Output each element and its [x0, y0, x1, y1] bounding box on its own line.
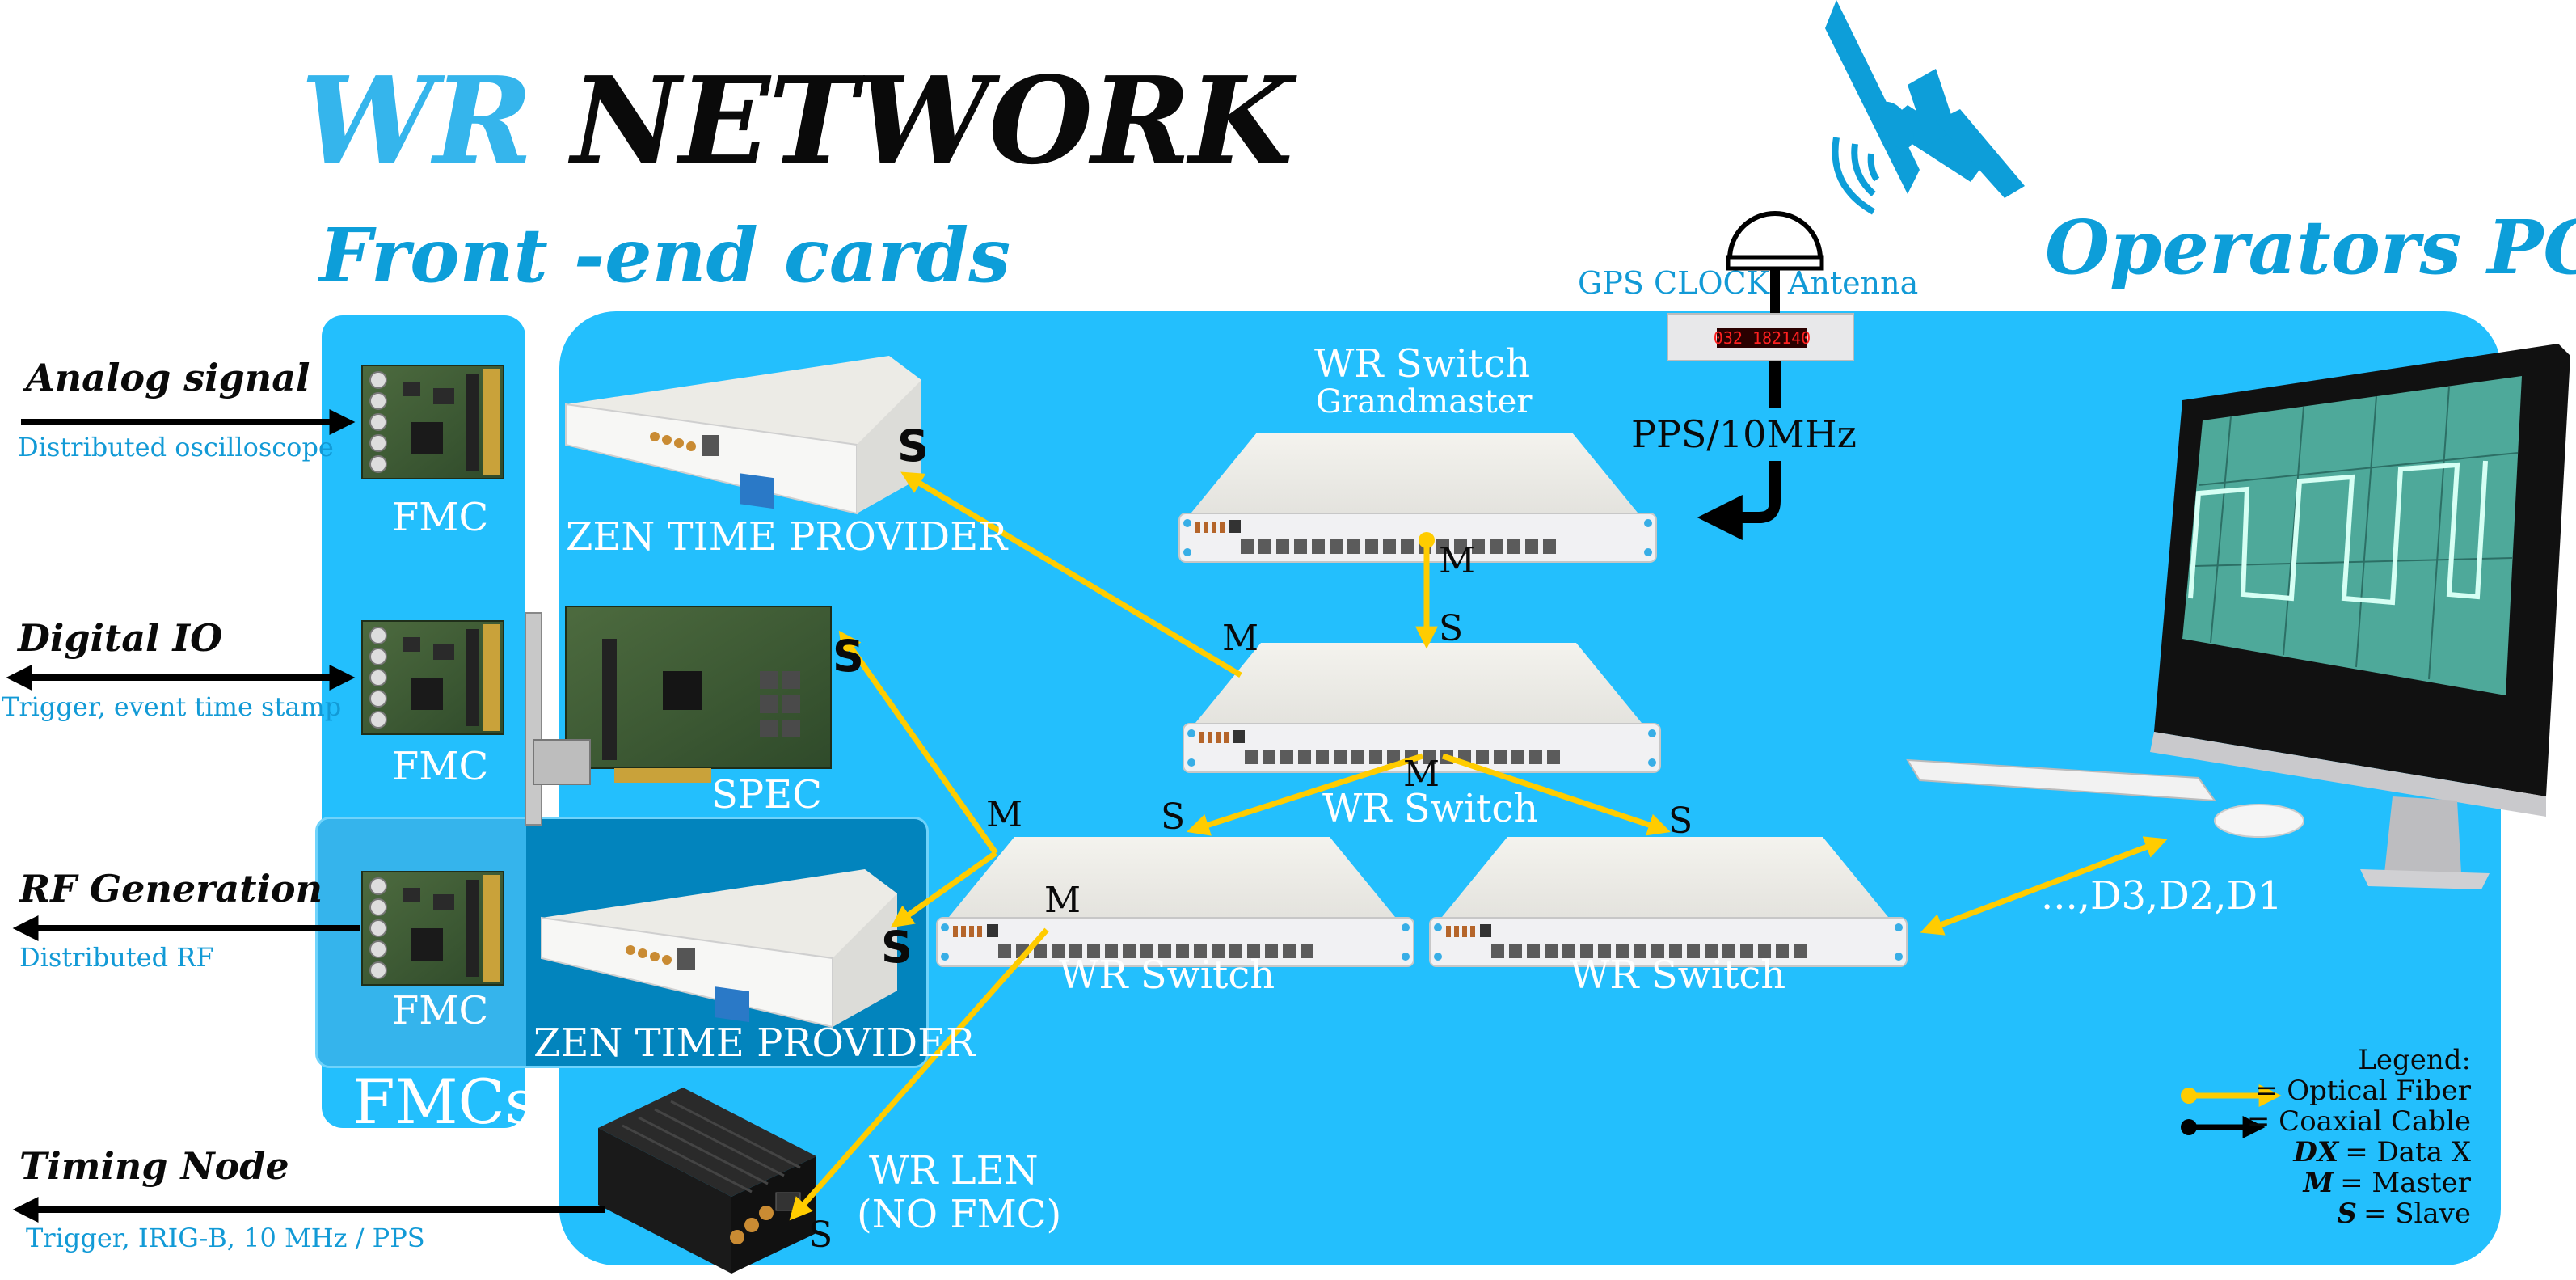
signal-heading-digital: Digital IO: [18, 616, 223, 660]
signal-heading-rf: RF Generation: [19, 867, 323, 910]
pps-coax-line: [1718, 361, 1781, 517]
gps-antenna-icon: [1726, 211, 1824, 317]
legend-m-key: M: [2303, 1167, 2334, 1199]
antenna-label: Antenna: [1788, 265, 1919, 301]
master-marker-left-down: M: [1044, 880, 1081, 921]
master-marker-mid-up: M: [1222, 618, 1259, 659]
grandmaster-label-1: WR Switch: [1314, 341, 1531, 387]
fmc-label-2: FMC: [392, 744, 489, 789]
fiber-left-to-spec: [838, 630, 998, 855]
wr-switch-grandmaster: [1178, 432, 1657, 563]
legend-coax: = Coaxial Cable: [2246, 1105, 2471, 1138]
slave-marker-zen2: S: [881, 922, 913, 973]
wr-len-device: [598, 1088, 816, 1274]
signal-sub-digital: Trigger, event time stamp: [2, 691, 342, 722]
data-flow-label: ...,D3,D2,D1: [2041, 873, 2283, 919]
master-marker-left-up: M: [986, 794, 1023, 835]
fiber-left-to-wrlen: [789, 927, 1049, 1221]
wr-len-label-2: (NO FMC): [857, 1192, 1062, 1237]
pps-label: PPS/10MHz: [1631, 412, 1857, 456]
fiber-origin-dot: [1419, 532, 1435, 548]
switch-mid-label: WR Switch: [1322, 786, 1539, 831]
slave-marker-wrlen: S: [808, 1215, 833, 1256]
slave-marker-mid: S: [1439, 608, 1464, 649]
zen-time-provider-2: [541, 868, 898, 1028]
operator-pc-icon: [1906, 344, 2570, 889]
fiber-links: [789, 471, 2168, 1221]
satellite-icon: [1825, 0, 2025, 215]
master-marker-gm: M: [1439, 540, 1476, 581]
grandmaster-label-2: Grandmaster: [1316, 383, 1533, 420]
page-title: WR NETWORK: [301, 50, 1293, 191]
legend: Legend: = Optical Fiber = Coaxial Cable …: [2247, 1045, 2471, 1229]
legend-dx: DX= Data X: [2247, 1137, 2471, 1168]
legend-dx-key: DX: [2293, 1136, 2339, 1168]
master-marker-mid-down: M: [1403, 754, 1440, 795]
legend-s-key: S: [2337, 1198, 2357, 1230]
wr-switch-left: [936, 836, 1414, 967]
signal-sub-analog: Distributed oscilloscope: [18, 432, 334, 463]
gps-clock-device: 032 182140: [1667, 313, 1854, 361]
zen-label-1: ZEN TIME PROVIDER: [566, 514, 1008, 560]
fiber-mid-to-zen1: [900, 471, 1242, 678]
wr-switch-right: [1429, 836, 1908, 967]
zen-label-2: ZEN TIME PROVIDER: [533, 1020, 976, 1066]
fmc-card-2: [361, 620, 504, 735]
title-wr: WR: [301, 50, 533, 191]
fiber-right-to-pc: [1920, 836, 2168, 936]
legend-coax-swatch: [2181, 1116, 2266, 1138]
gps-clock-display: 032 182140: [1714, 328, 1811, 348]
legend-title: Legend:: [2358, 1044, 2471, 1076]
legend-optical-swatch: [2181, 1084, 2282, 1107]
fmc-label-3: FMC: [392, 988, 489, 1033]
slave-marker-spec: S: [833, 631, 864, 682]
front-end-heading: Front -end cards: [319, 212, 1011, 299]
fiber-left-to-zen2: [890, 851, 998, 928]
fiber-mid-to-left: [1187, 753, 1424, 836]
switch-right-label: WR Switch: [1570, 953, 1786, 998]
slave-marker-right: S: [1668, 801, 1693, 842]
spec-card: [525, 606, 832, 826]
signal-heading-analog: Analog signal: [26, 356, 310, 399]
signal-heading-timing: Timing Node: [19, 1144, 289, 1188]
wr-switch-mid: [1183, 642, 1661, 773]
fmcs-label: FMCs: [352, 1066, 537, 1138]
wr-len-label-1: WR LEN: [869, 1148, 1039, 1193]
legend-optical: = Optical Fiber: [2254, 1075, 2471, 1107]
spec-label: SPEC: [711, 772, 822, 817]
zen-time-provider-1: [565, 355, 922, 514]
switch-left-label: WR Switch: [1059, 953, 1275, 998]
coax-links: [6, 409, 605, 1223]
slave-marker-left: S: [1161, 796, 1186, 838]
gps-clock-label: GPS CLOCK: [1578, 265, 1769, 301]
legend-master: M= Master: [2247, 1168, 2471, 1198]
fmc-card-3: [361, 871, 504, 986]
signal-sub-rf: Distributed RF: [19, 942, 214, 973]
operators-heading: Operators PCs: [2045, 204, 2576, 291]
fmc-label-1: FMC: [392, 495, 489, 540]
title-network: NETWORK: [571, 50, 1293, 191]
slave-marker-zen1: S: [897, 420, 929, 471]
fiber-mid-to-right: [1441, 753, 1671, 836]
fmc-card-1: [361, 365, 504, 479]
legend-slave: S= Slave: [2247, 1198, 2471, 1229]
legend-m-value: = Master: [2340, 1167, 2471, 1199]
signal-sub-timing: Trigger, IRIG-B, 10 MHz / PPS: [26, 1223, 425, 1253]
legend-s-value: = Slave: [2363, 1198, 2471, 1230]
legend-dx-value: = Data X: [2345, 1136, 2471, 1168]
